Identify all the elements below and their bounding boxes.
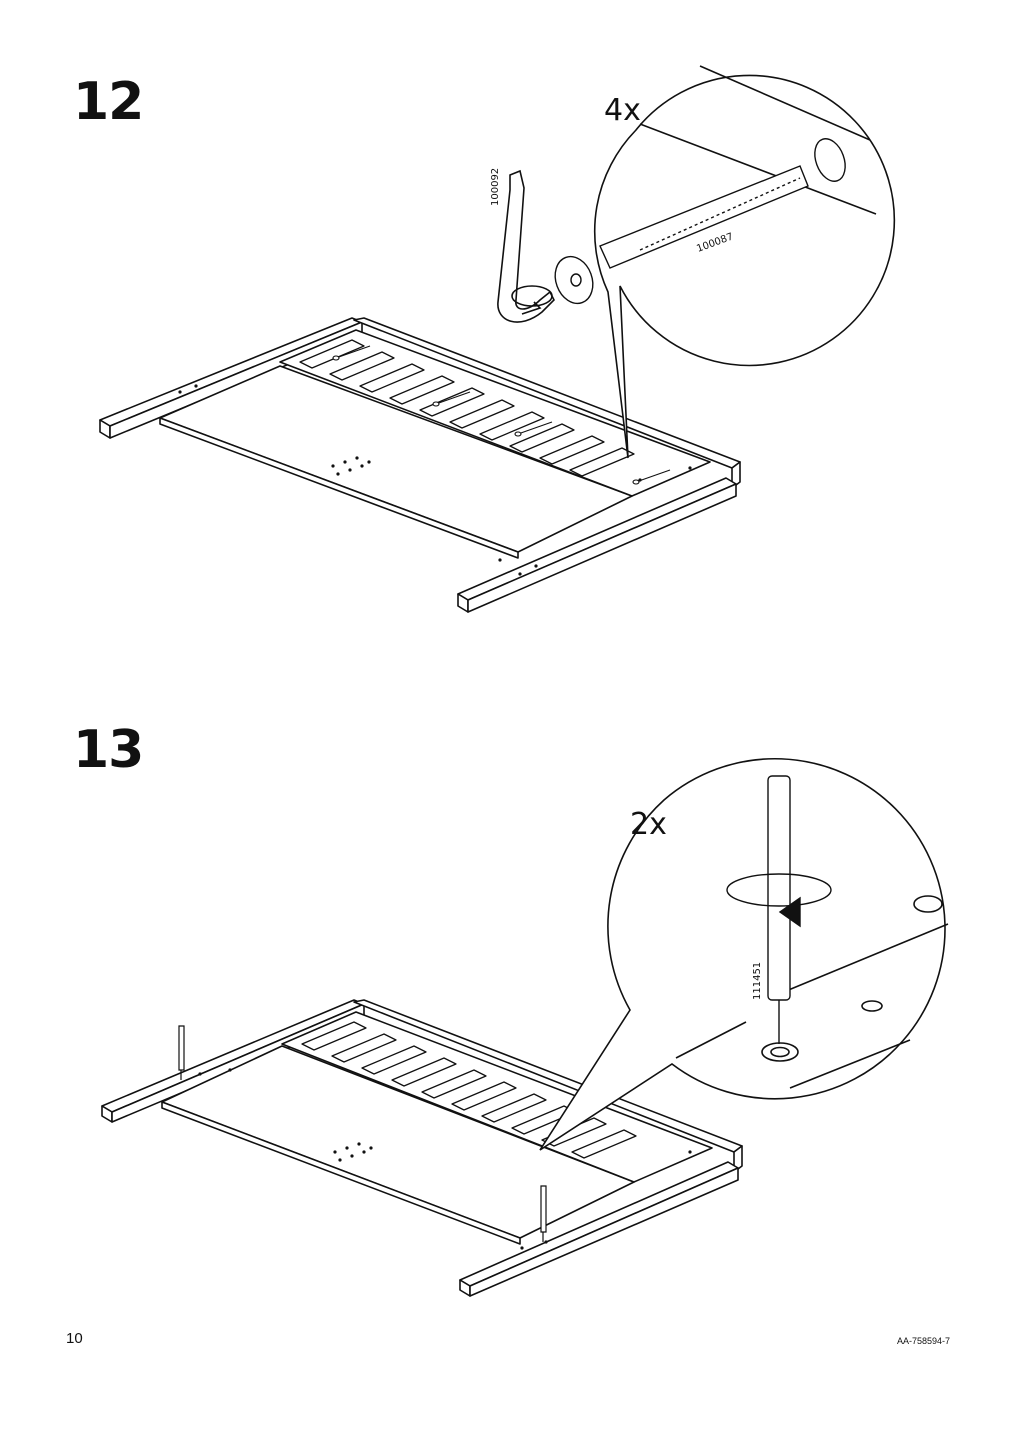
part-number-dowel-screw: 111451	[752, 962, 763, 1000]
detail-callout-13	[540, 759, 945, 1150]
dowel-screw-left	[179, 1026, 184, 1080]
allen-key	[498, 171, 554, 322]
bed-leg-right-13	[460, 1162, 738, 1296]
part-number-allen-key: 100092	[490, 168, 501, 206]
frame-bolts	[333, 346, 670, 484]
step-number-12: 12	[73, 72, 144, 132]
quantity-step-12: 4x	[604, 93, 641, 128]
bolt-detail	[549, 135, 851, 309]
detail-surface	[676, 896, 948, 1088]
page-number: 10	[66, 1330, 83, 1347]
document-id: AA-758594-7	[896, 1336, 950, 1346]
panel-holes	[178, 384, 692, 576]
detail-panel-edge	[640, 66, 876, 214]
quantity-step-13: 2x	[630, 807, 667, 842]
dowel-screw-detail	[727, 776, 831, 1044]
step-number-13: 13	[73, 720, 144, 780]
dowel-screw-right	[541, 1186, 546, 1242]
panel-holes-13	[198, 1068, 692, 1250]
bed-leg-right	[458, 478, 736, 612]
slats	[300, 340, 634, 476]
bed-base-panel-13	[162, 1046, 634, 1244]
bed-base-panel	[160, 366, 632, 558]
